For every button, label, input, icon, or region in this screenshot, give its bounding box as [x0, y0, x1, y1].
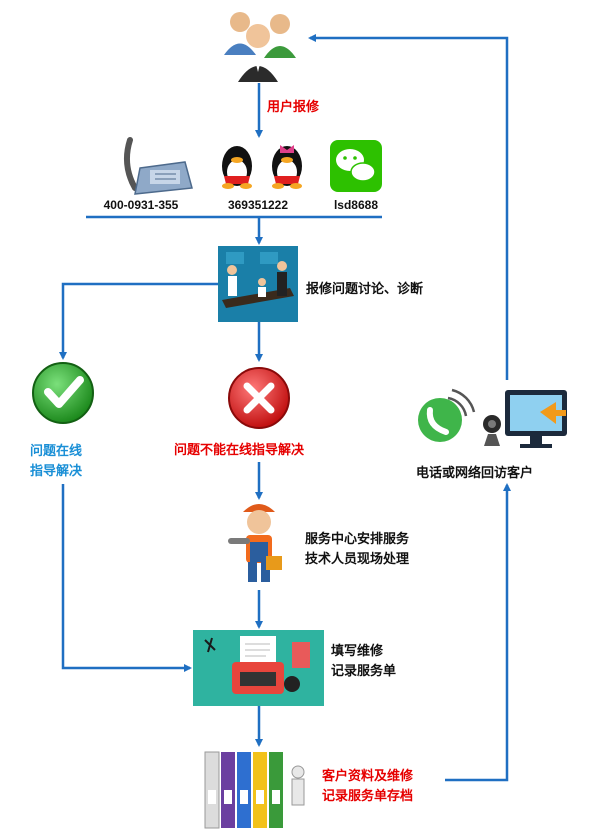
arrow-archive-to-callback — [445, 483, 511, 782]
step-discuss: 报修问题讨论、诊断 — [306, 281, 424, 296]
arrow-solved-to-form — [61, 484, 192, 672]
step-solved-online-line1: 问题在线 — [30, 443, 83, 458]
wechat-icon — [330, 140, 382, 192]
contact-phone: 400-0931-355 — [103, 198, 179, 212]
callback-devices-icon — [418, 388, 567, 448]
users-group-icon — [224, 12, 296, 82]
step-not-solved-online: 问题不能在线指导解决 — [174, 442, 305, 457]
step-service-center-line2: 技术人员现场处理 — [305, 551, 410, 566]
step-fill-form-line2: 记录服务单 — [331, 663, 397, 678]
meeting-scene-icon — [218, 246, 298, 322]
telephone-icon — [123, 137, 193, 195]
arrow-discuss-to-check — [59, 282, 218, 360]
typewriter-form-icon — [193, 630, 324, 706]
green-check-icon — [32, 362, 94, 424]
contact-qq: 369351222 — [227, 198, 289, 212]
step-service-center-line1: 服务中心安排服务 — [305, 531, 410, 546]
contact-wechat: lsd8688 — [333, 198, 379, 212]
step-fill-form-line1: 填写维修 — [331, 643, 384, 658]
step-archive-line2: 记录服务单存档 — [322, 788, 414, 803]
qq-penguin-icon — [222, 145, 302, 189]
step-callback: 电话或网络回访客户 — [416, 465, 534, 480]
step-archive-line1: 客户资料及维修 — [322, 768, 414, 783]
file-archive-icon — [204, 751, 305, 829]
repair-worker-icon — [228, 504, 282, 582]
step-user-report: 用户报修 — [267, 99, 320, 114]
red-cross-icon — [228, 367, 290, 429]
step-solved-online-line2: 指导解决 — [30, 463, 83, 478]
arrow-callback-to-users — [308, 34, 509, 380]
flow-lines — [59, 34, 511, 782]
